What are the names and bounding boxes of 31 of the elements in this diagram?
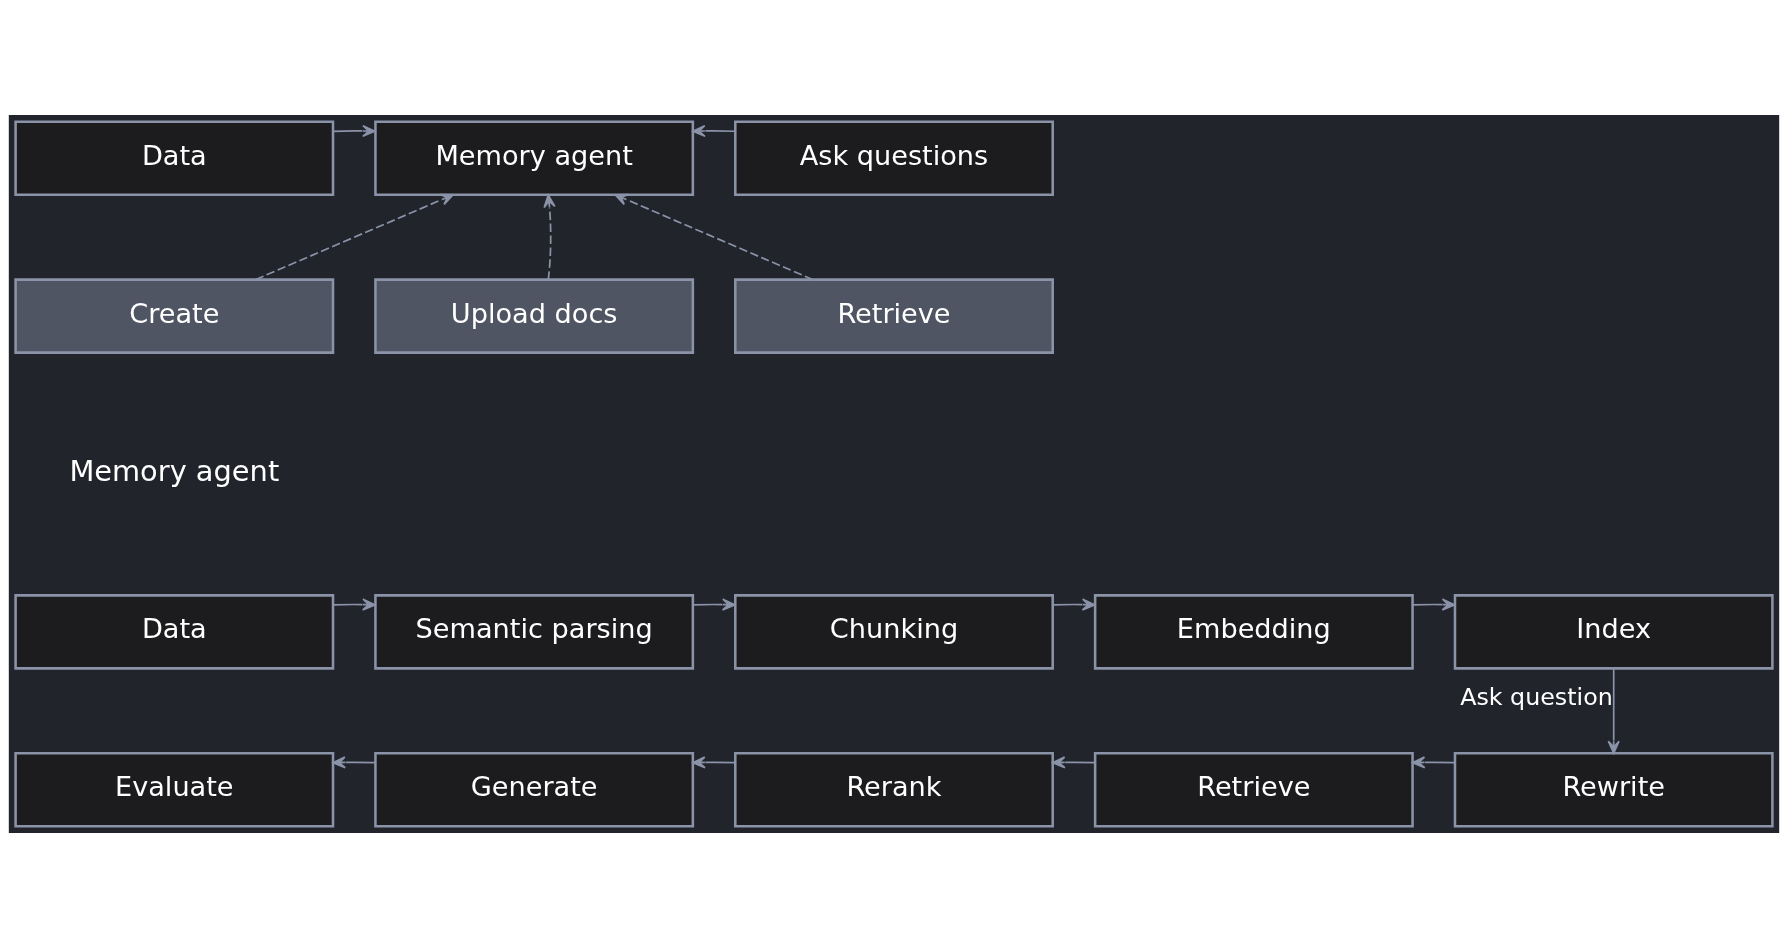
arrow [332, 597, 376, 611]
node-box: Rerank [734, 751, 1054, 827]
arrow [1411, 755, 1456, 769]
node-box: Data [14, 593, 335, 670]
node-box: Memory agent [374, 120, 695, 196]
node-box: Evaluate [14, 751, 335, 827]
node-box: Semantic parsing [374, 593, 695, 670]
arrow [1607, 667, 1620, 754]
node-box: Embedding [1093, 593, 1414, 670]
arrow [614, 193, 814, 280]
node-box: Create [14, 277, 335, 354]
node-box: Retrieve [1093, 751, 1414, 827]
node-box: Index [1453, 593, 1774, 670]
label: Memory agent [69, 453, 280, 488]
arrow [543, 193, 556, 280]
node-box: Chunking [734, 593, 1054, 670]
arrow [692, 597, 736, 611]
node-box: Data [14, 120, 335, 196]
arrow [332, 755, 376, 769]
arrow [1052, 597, 1096, 611]
node-box: Generate [374, 751, 695, 827]
node-box: Retrieve [734, 277, 1054, 354]
arrow [255, 193, 454, 280]
arrow [692, 124, 736, 137]
edge-label: Ask question [1460, 682, 1613, 711]
node-box: Upload docs [374, 277, 695, 354]
node-box: Ask questions [734, 120, 1054, 196]
arrow [1411, 597, 1456, 611]
arrow [332, 124, 376, 137]
node-box: Rewrite [1453, 751, 1774, 827]
arrow [1052, 755, 1096, 769]
